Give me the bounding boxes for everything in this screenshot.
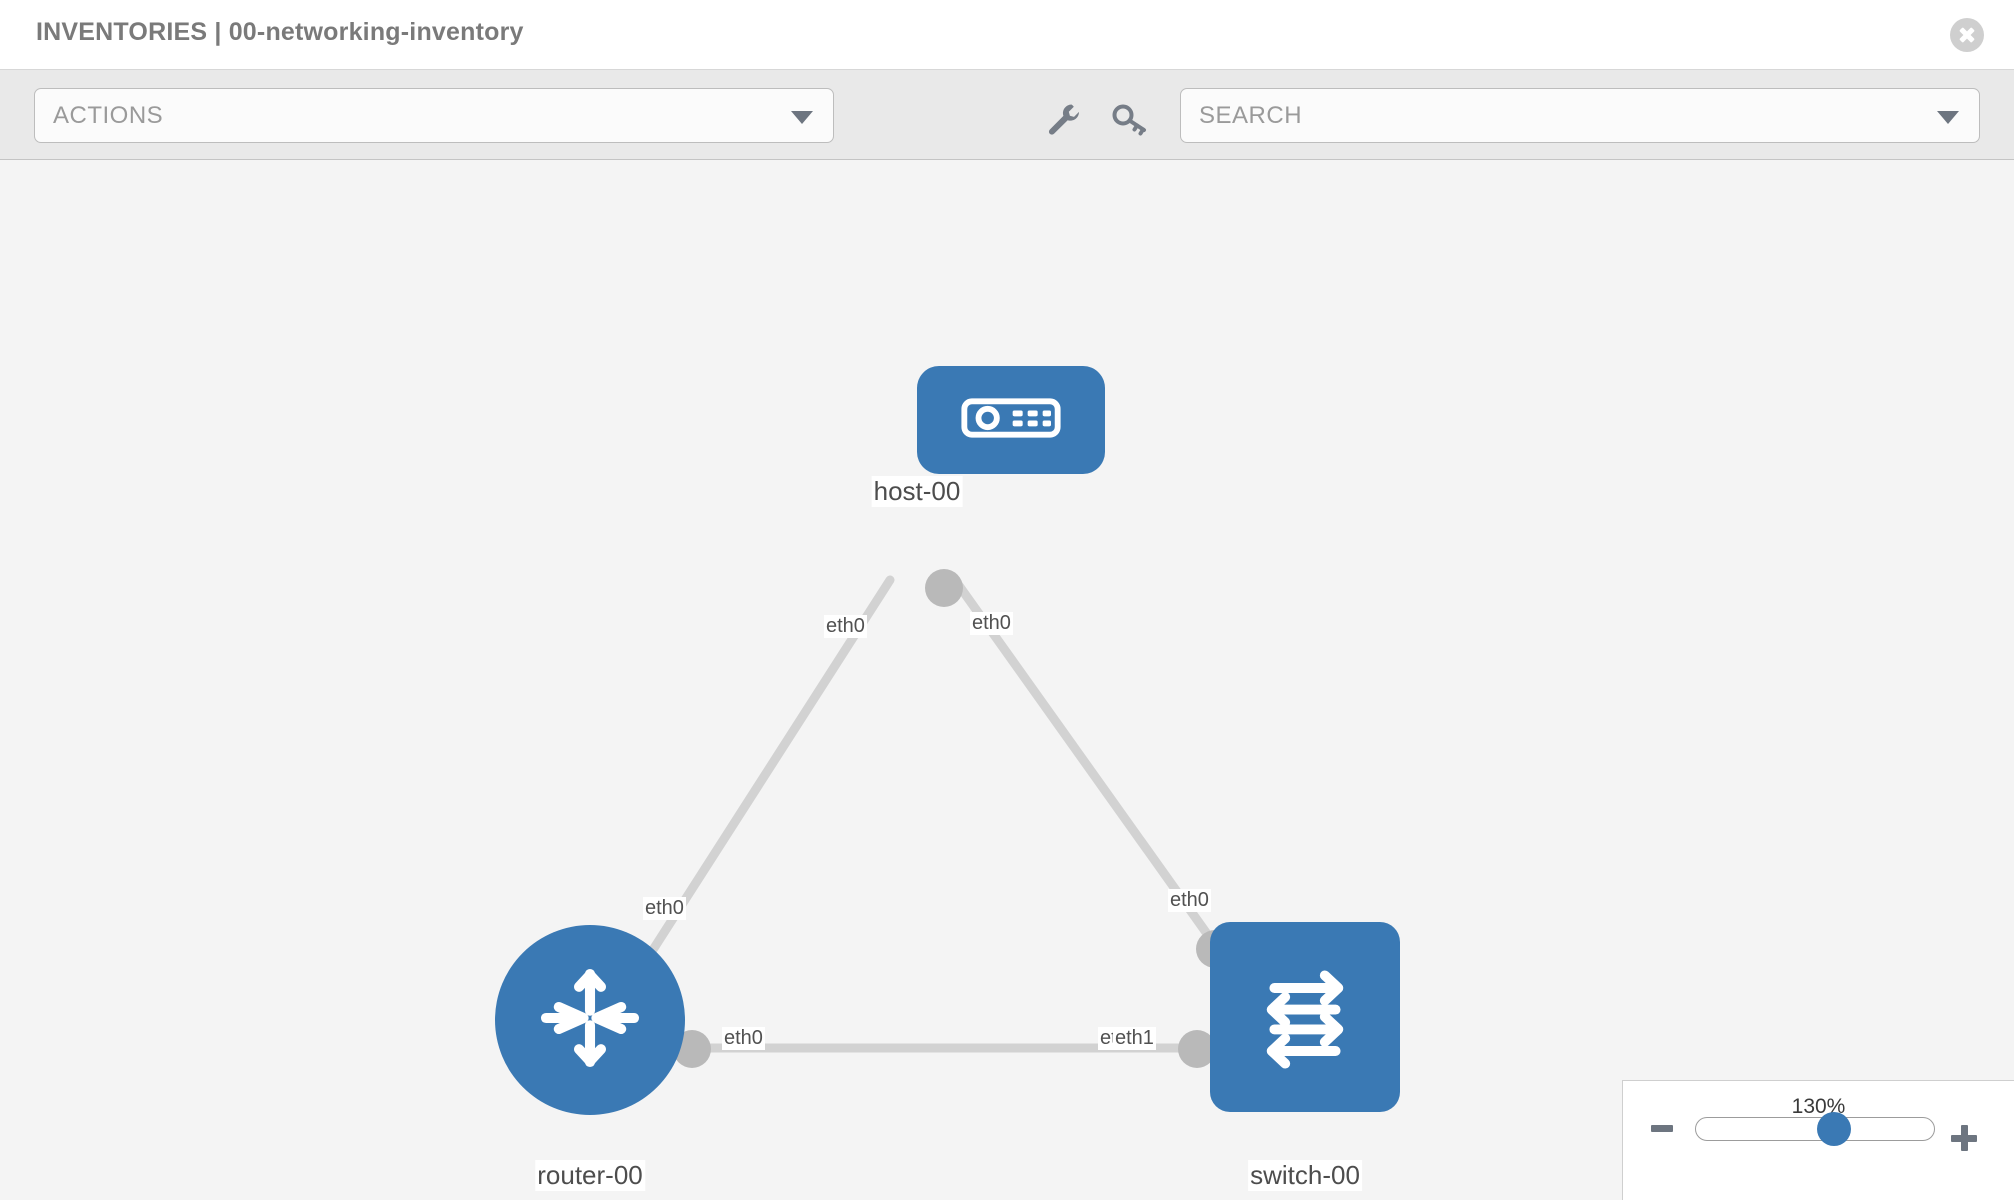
edge-label: eth0	[970, 612, 1013, 635]
minus-icon[interactable]	[1651, 1125, 1673, 1132]
edge-label: eth0	[722, 1027, 765, 1050]
host-00-label: host-00	[871, 476, 963, 507]
key-icon[interactable]	[1110, 98, 1150, 138]
switch-00-shape[interactable]	[1210, 922, 1400, 1112]
toolbar: ACTIONS SEARCH	[0, 70, 2014, 160]
router-00-shape[interactable]	[495, 925, 685, 1115]
edge-label: eth0	[643, 897, 686, 920]
wrench-icon[interactable]	[1042, 98, 1082, 138]
node-port[interactable]	[1178, 1030, 1216, 1068]
topology-link	[950, 575, 1220, 950]
zoom-slider-knob[interactable]	[1817, 1112, 1852, 1146]
zoom-slider[interactable]	[1695, 1112, 1935, 1146]
chevron-down-icon	[791, 110, 813, 124]
router-00-label: router-00	[535, 1160, 645, 1191]
switch-arrows-icon	[1251, 961, 1359, 1074]
node-port[interactable]	[925, 569, 963, 607]
server-icon	[961, 393, 1061, 448]
zoom-control: 130%	[1622, 1080, 2014, 1200]
edge-label: eth0	[824, 615, 867, 638]
topology-canvas[interactable]: host-00 router-00 switch-00 eth0 eth0 eth0 et…	[0, 160, 2014, 1200]
plus-icon[interactable]	[1951, 1125, 1977, 1151]
page-header: INVENTORIES | 00-networking-inventory	[0, 0, 2014, 70]
page-title: INVENTORIES | 00-networking-inventory	[36, 18, 524, 46]
host-00-shape[interactable]	[917, 366, 1105, 474]
close-icon[interactable]	[1950, 18, 1984, 52]
router-arrows-icon	[535, 963, 645, 1078]
zoom-percent-label: 130%	[1791, 1095, 1846, 1118]
switch-00-label: switch-00	[1248, 1160, 1362, 1191]
actions-dropdown-label: ACTIONS	[53, 102, 164, 129]
edge-label: eth0	[1168, 889, 1211, 912]
actions-dropdown[interactable]: ACTIONS	[34, 88, 834, 143]
topology-links	[635, 575, 1220, 1053]
edge-label: eth1	[1113, 1027, 1156, 1050]
search-input[interactable]: SEARCH	[1180, 88, 1980, 143]
search-placeholder: SEARCH	[1199, 102, 1303, 129]
chevron-down-icon	[1937, 110, 1959, 124]
